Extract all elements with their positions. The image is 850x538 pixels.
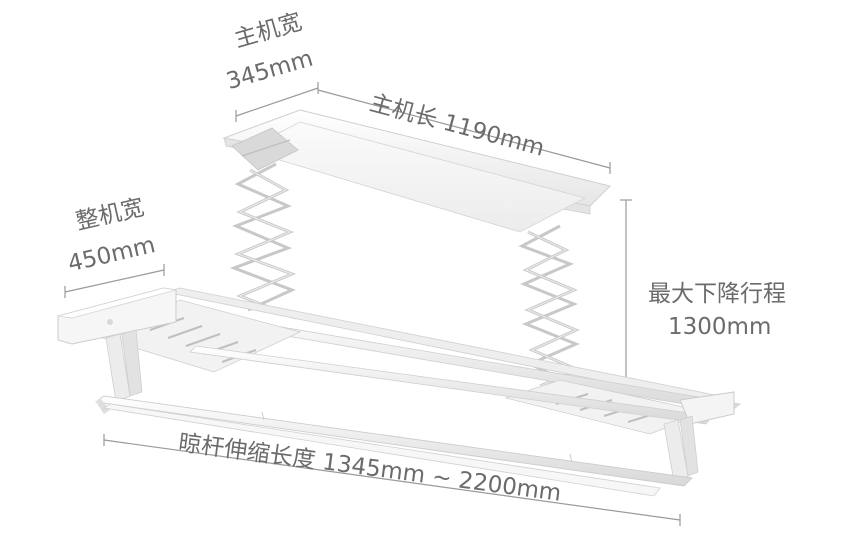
dimension-lines (64, 82, 681, 526)
max-descent-value: 1300mm (668, 314, 772, 340)
left-scissor-lift (229, 162, 297, 320)
max-descent-name: 最大下降行程 (648, 281, 786, 307)
drying-frame (57, 287, 741, 497)
pole-extension-line (103, 439, 681, 521)
host-width-line (235, 87, 319, 117)
host-unit (222, 109, 611, 233)
host-length-line (317, 89, 611, 169)
overall-width-line (64, 269, 165, 293)
right-scissor-lift (518, 224, 582, 388)
